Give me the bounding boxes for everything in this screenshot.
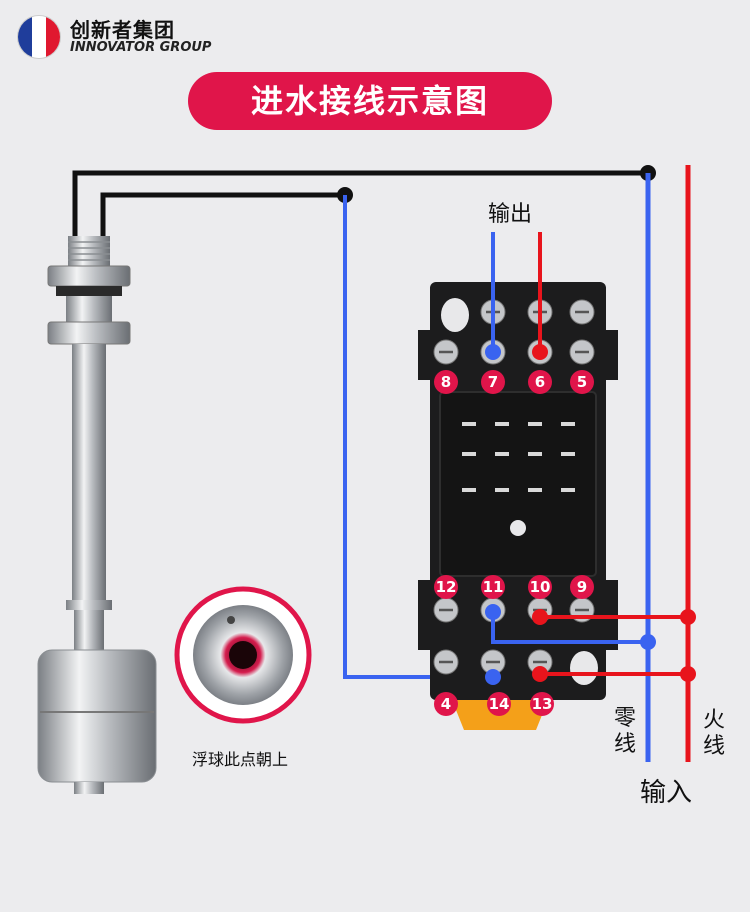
pin-label: 4 <box>434 692 458 716</box>
input-label: 输入 <box>640 778 693 808</box>
pin-label: 14 <box>487 692 511 716</box>
float-top-detail-icon <box>174 586 312 724</box>
neutral-to-pin11 <box>491 612 648 644</box>
pin-label: 13 <box>530 692 554 716</box>
brand-name-en: INNOVATOR GROUP <box>70 39 212 55</box>
live-line-label: 火线 <box>702 708 725 759</box>
pin-label: 10 <box>528 575 552 599</box>
float-caption: 浮球此点朝上 <box>192 750 289 769</box>
french-flag-icon <box>18 16 60 58</box>
float-switch-icon <box>37 236 157 794</box>
pin-label: 6 <box>528 370 552 394</box>
neutral-line-label: 零线 <box>613 706 636 757</box>
output-label: 输出 <box>488 202 533 227</box>
pin-label: 11 <box>481 575 505 599</box>
relay-socket-icon <box>418 282 618 730</box>
pin-label: 9 <box>570 575 594 599</box>
brand-logo: 创新者集团 INNOVATOR GROUP <box>18 16 211 58</box>
pin-label: 8 <box>434 370 458 394</box>
pin-label: 12 <box>434 575 458 599</box>
black-wires <box>72 170 648 240</box>
brand-name-cn: 创新者集团 <box>70 17 175 42</box>
page-title: 进水接线示意图 <box>188 72 552 130</box>
pin-label: 5 <box>570 370 594 394</box>
pin-label: 7 <box>481 370 505 394</box>
